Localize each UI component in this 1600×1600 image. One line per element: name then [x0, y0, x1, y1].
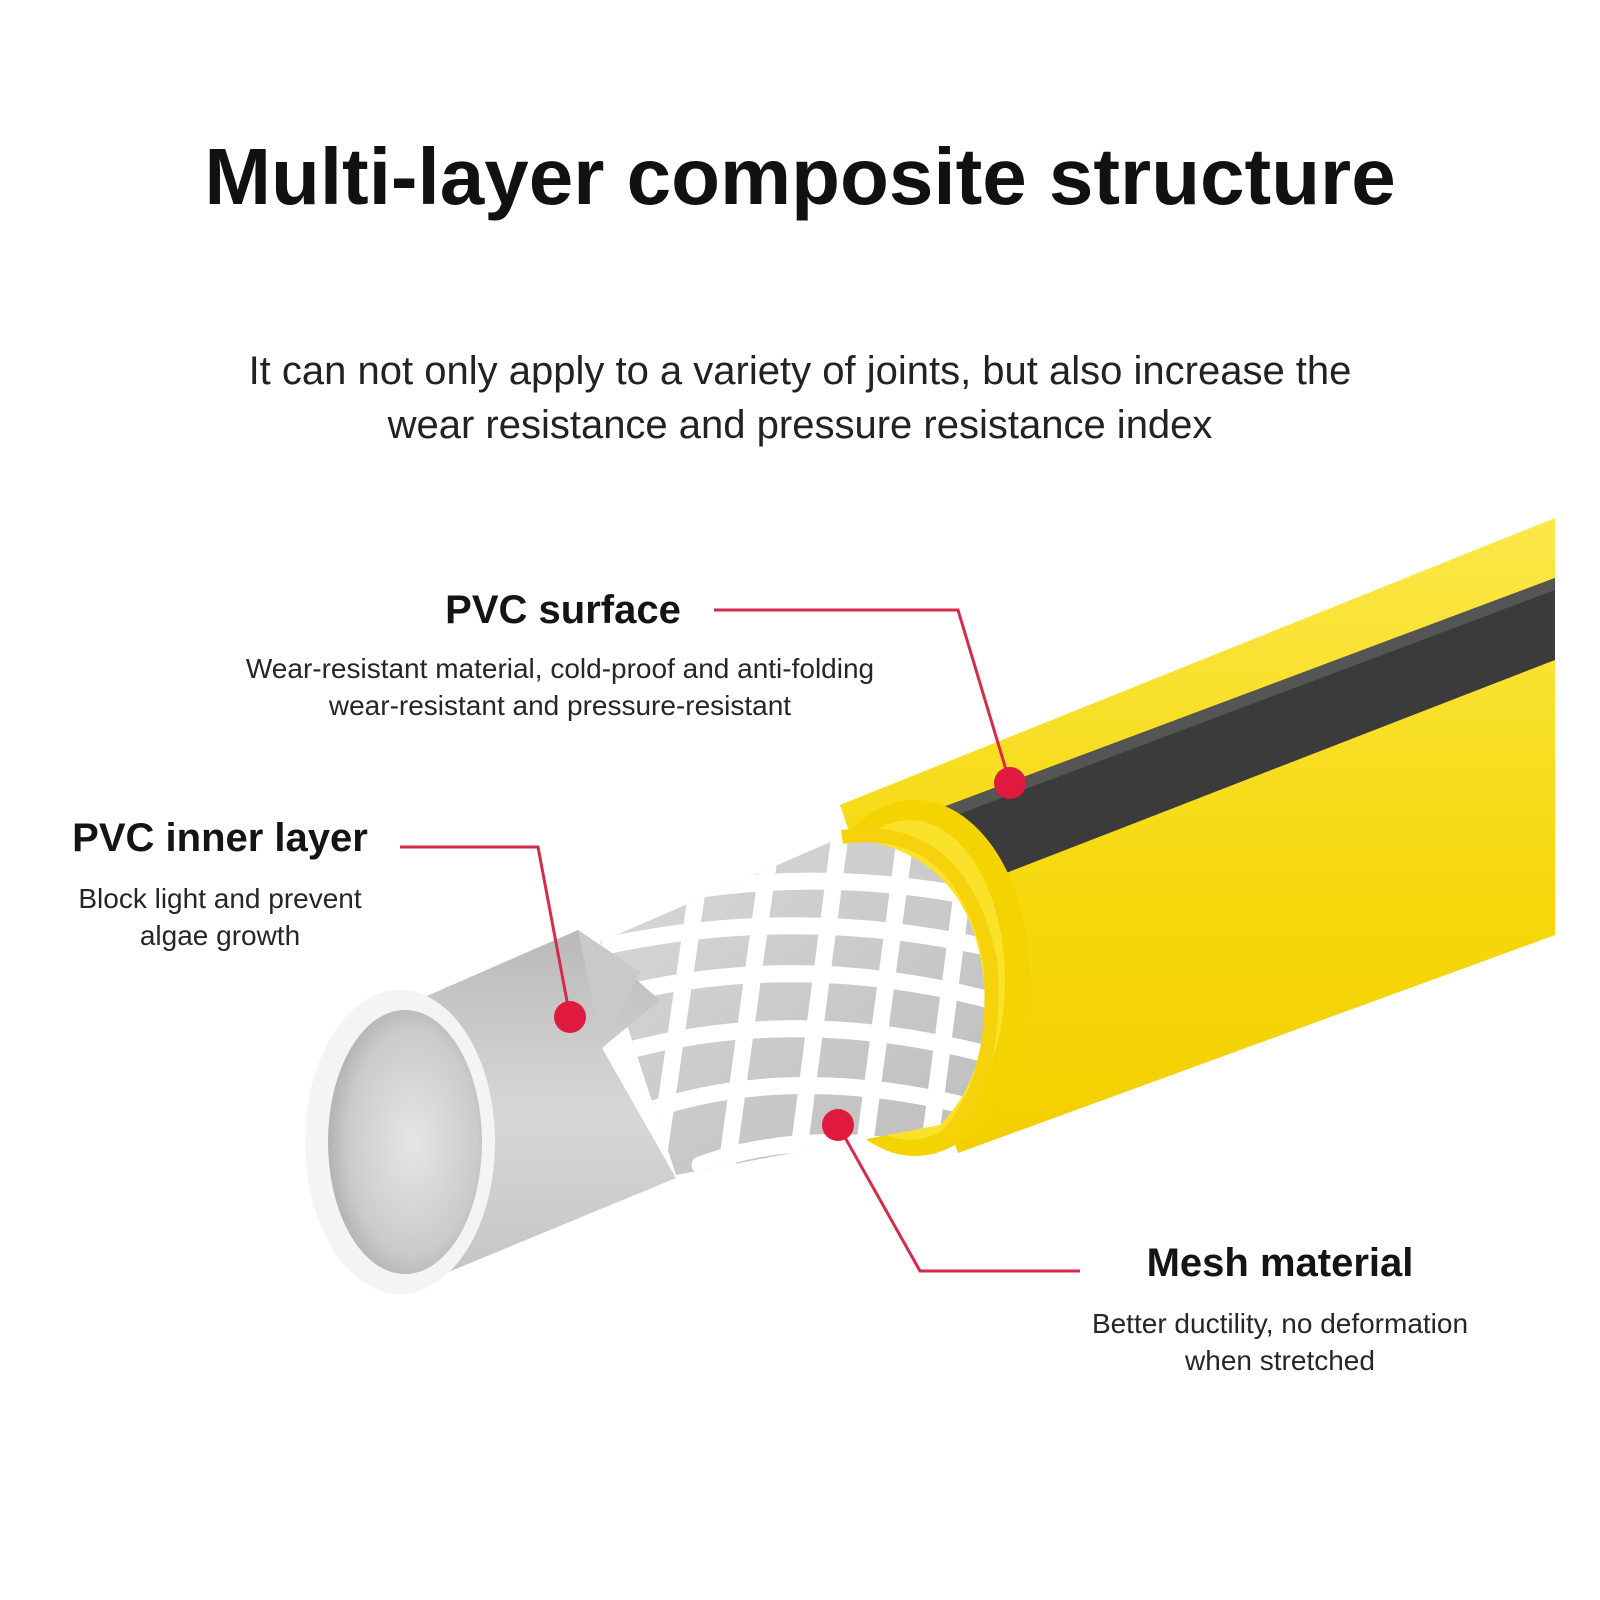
callout-desc-pvc-inner-layer: Block light and prevent algae growth — [78, 883, 362, 951]
callout-desc-mesh-material: Better ductility, no deformation when st… — [1091, 1308, 1469, 1376]
mesh-layer — [600, 828, 999, 1175]
callout-leaders — [400, 608, 1080, 1273]
callout-title-pvc-surface: PVC surface — [445, 588, 681, 632]
leader-line-pvc-surface — [714, 608, 1012, 784]
callout-desc-pvc-surface: Wear-resistant material, cold-proof and … — [245, 653, 875, 721]
page-title: Multi-layer composite structure — [204, 132, 1396, 221]
marker-dot-pvc-inner-layer — [554, 1001, 586, 1033]
callout-title-mesh-material: Mesh material — [1146, 1241, 1414, 1285]
page-subtitle: It can not only apply to a variety of jo… — [248, 349, 1352, 447]
leader-line-pvc-inner-layer — [400, 845, 572, 1018]
callout-title-pvc-inner-layer: PVC inner layer — [72, 816, 368, 860]
marker-dot-mesh-material — [822, 1109, 854, 1141]
marker-dot-pvc-surface — [994, 767, 1026, 799]
leader-line-mesh-material — [836, 1124, 1080, 1273]
callout-markers — [554, 767, 1026, 1141]
gray-inner-tube — [305, 930, 676, 1294]
